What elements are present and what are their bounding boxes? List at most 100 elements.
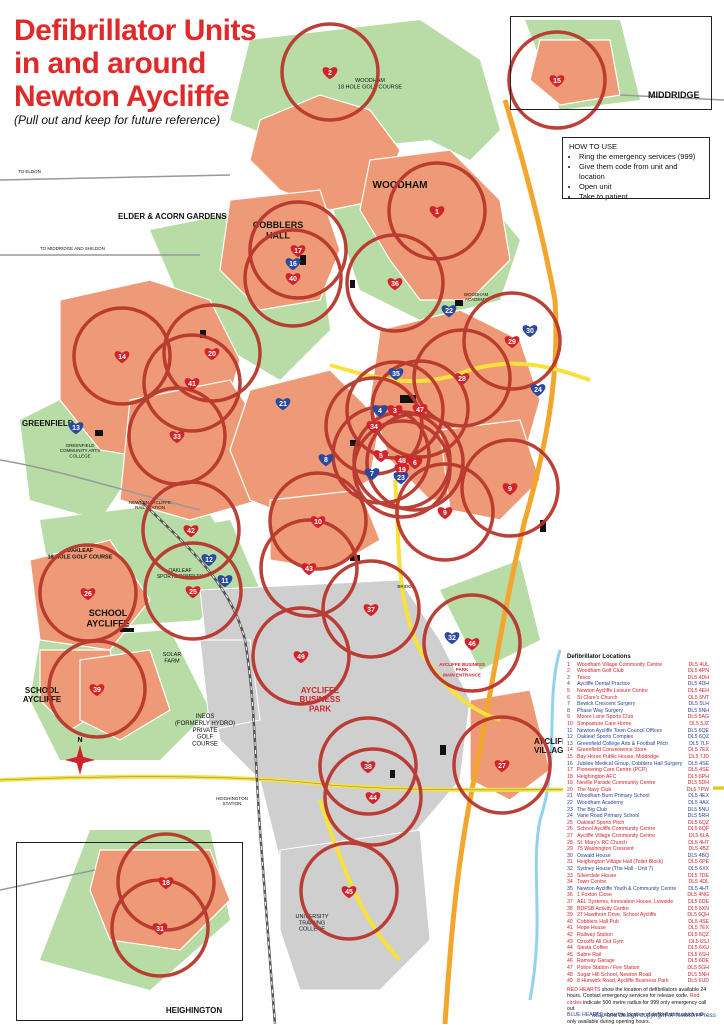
marker-number: 30: [526, 328, 534, 335]
legend-number: 4: [567, 681, 570, 688]
heart-icon: [184, 378, 200, 391]
red-heart-marker[interactable]: 36: [387, 278, 403, 291]
red-heart-marker[interactable]: 5: [373, 450, 389, 463]
marker-number: 41: [188, 381, 196, 388]
legend-name: Tesco: [577, 674, 591, 681]
blue-heart-marker[interactable]: 11: [217, 575, 233, 588]
red-heart-marker[interactable]: 1: [429, 206, 445, 219]
red-heart-marker[interactable]: 40: [285, 273, 301, 286]
red-heart-marker[interactable]: 37: [363, 604, 379, 617]
blue-heart-marker[interactable]: 32: [444, 632, 460, 645]
marker-number: 8: [324, 457, 328, 464]
blue-heart-marker[interactable]: 4: [372, 405, 388, 418]
red-heart-marker[interactable]: 15: [549, 75, 565, 88]
marker-number: 24: [534, 387, 542, 394]
label-woodham: WOODHAM: [373, 180, 428, 191]
heart-icon: [293, 651, 309, 664]
blue-heart-marker[interactable]: 24: [530, 384, 546, 397]
legend-number: 1: [567, 661, 570, 668]
red-heart-marker[interactable]: 26: [80, 588, 96, 601]
red-heart-marker[interactable]: 27: [494, 760, 510, 773]
heart-icon: [393, 472, 409, 485]
legend-name: Sugar Hill School, Newton Road: [577, 971, 652, 978]
legend-number: 21: [567, 793, 573, 800]
red-heart-marker[interactable]: 17: [290, 245, 306, 258]
note-red-hearts-text: show the location of defibrillators avai…: [567, 986, 707, 1000]
legend-postcode: DL5 4BZ: [688, 846, 709, 853]
red-heart-marker[interactable]: 47: [412, 404, 428, 417]
marker-number: 19: [398, 467, 406, 474]
marker-number: 37: [367, 607, 375, 614]
legend-number: 40: [567, 918, 573, 925]
legend-number: 7: [567, 701, 570, 708]
radius-circle: [72, 306, 172, 406]
legend-name: Cobblers Hall Pub: [577, 918, 619, 925]
red-heart-marker[interactable]: 41: [184, 378, 200, 391]
legend-number: 26: [567, 826, 573, 833]
red-heart-marker[interactable]: 43: [301, 563, 317, 576]
red-heart-marker[interactable]: 38: [360, 761, 376, 774]
legend-postcode: DL5 4BQ: [687, 852, 709, 859]
red-heart-marker[interactable]: 6: [407, 457, 423, 470]
red-heart-marker[interactable]: 25: [185, 586, 201, 599]
red-heart-marker[interactable]: 29: [504, 336, 520, 349]
heart-icon: [365, 792, 381, 805]
legend-postcode: DL5 5DH: [687, 780, 709, 787]
blue-heart-marker[interactable]: 22: [441, 305, 457, 318]
red-heart-marker[interactable]: 2: [322, 67, 338, 80]
red-heart-marker[interactable]: 14: [114, 351, 130, 364]
blue-heart-marker[interactable]: 7: [364, 468, 380, 481]
blue-heart-marker[interactable]: 23: [393, 472, 409, 485]
red-heart-marker[interactable]: 48: [394, 455, 410, 468]
red-heart-marker[interactable]: 9: [437, 507, 453, 520]
red-heart-marker[interactable]: 28: [454, 373, 470, 386]
red-heart-marker[interactable]: 9: [502, 483, 518, 496]
legend-postcode: DL5 6SH: [687, 951, 709, 958]
legend-postcode: DL5 6XN: [687, 905, 709, 912]
red-heart-marker[interactable]: 20: [204, 348, 220, 361]
blue-heart-marker[interactable]: 35: [388, 368, 404, 381]
blue-heart-marker[interactable]: 13: [68, 422, 84, 435]
legend-postcode: DL5 6QE: [687, 727, 709, 734]
legend-number: 32: [567, 866, 573, 872]
red-heart-marker[interactable]: 10: [310, 516, 326, 529]
red-heart-marker[interactable]: 46: [464, 638, 480, 651]
blue-heart-marker[interactable]: 21: [275, 398, 291, 411]
red-heart-marker[interactable]: 3: [387, 405, 403, 418]
red-heart-marker[interactable]: 31: [152, 923, 168, 936]
blue-heart-marker[interactable]: 8: [318, 454, 334, 467]
red-heart-marker[interactable]: 18: [158, 877, 174, 890]
red-heart-marker[interactable]: 44: [365, 792, 381, 805]
heart-icon: [169, 431, 185, 444]
red-heart-marker[interactable]: 45: [341, 886, 357, 899]
red-heart-marker[interactable]: 34: [366, 421, 382, 434]
legend-number: 34: [567, 879, 573, 886]
red-heart-marker[interactable]: 42: [183, 525, 199, 538]
legend-number: 17: [567, 767, 573, 774]
legend-number: 42: [567, 931, 573, 938]
blue-heart-marker[interactable]: 12: [201, 554, 217, 567]
marker-number: 20: [208, 351, 216, 358]
page-title: Defibrillator Units in and around Newton…: [14, 14, 257, 113]
blue-heart-marker[interactable]: 30: [522, 325, 538, 338]
red-heart-marker[interactable]: 49: [293, 651, 309, 664]
red-heart-marker[interactable]: 33: [169, 431, 185, 444]
legend-number: 13: [567, 740, 573, 747]
blue-heart-marker[interactable]: 16: [285, 258, 301, 271]
red-heart-marker[interactable]: 39: [89, 684, 105, 697]
radius-circle: [422, 593, 522, 693]
radius-circle: [345, 233, 445, 333]
